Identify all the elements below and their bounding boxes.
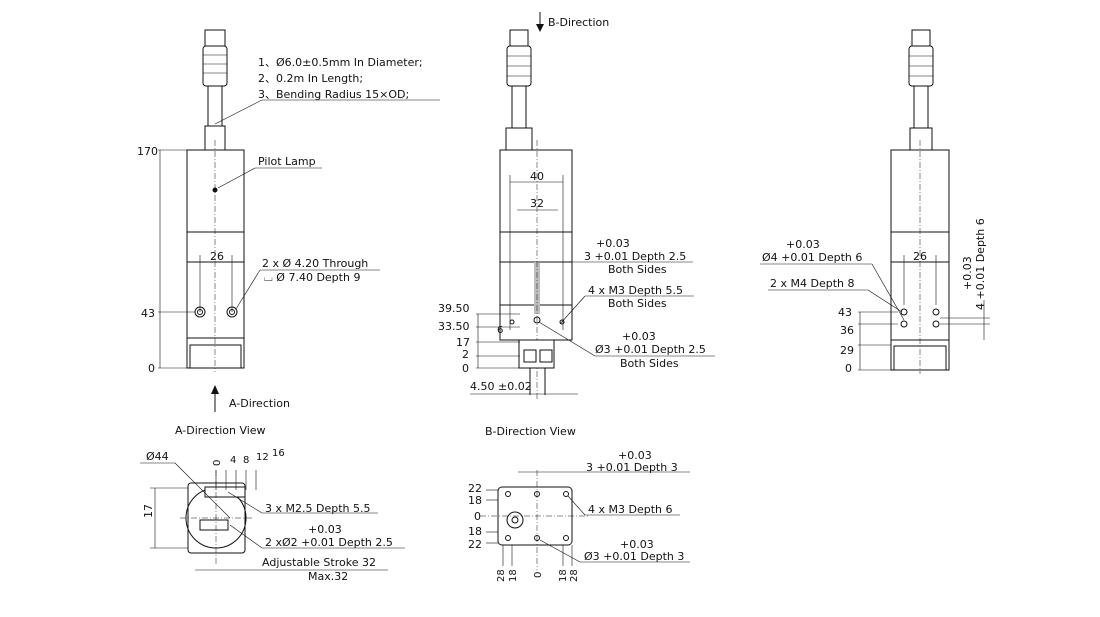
b-x-28a: 28: [496, 569, 507, 582]
right-y-43: 43: [838, 306, 852, 319]
b-direction-label: B-Direction: [548, 16, 609, 29]
a-tol-a: +0.03: [308, 523, 342, 536]
pilot-lamp-label: Pilot Lamp: [258, 155, 316, 168]
b-tol-2a: +0.03: [620, 538, 654, 551]
b-tol-1b: 3 +0.01 Depth 3: [586, 461, 678, 474]
side-tol-1c: Both Sides: [608, 263, 667, 276]
b-direction-view: B-Direction View +0.03 3 +0.01 Depth 3 2…: [468, 425, 690, 582]
a-y-17: 17: [142, 504, 155, 518]
side-tol-2b: Ø3 +0.01 Depth 2.5: [595, 343, 706, 356]
right-m4: 2 x M4 Depth 8: [770, 277, 855, 290]
a-stroke: Adjustable Stroke 32: [262, 556, 376, 569]
a-x-8: 8: [243, 455, 249, 466]
a-max: Max.32: [308, 570, 348, 583]
connector-nut: [202, 45, 228, 87]
right-vert-tol-a: +0.03: [961, 256, 974, 290]
b-x-18b: 18: [558, 569, 569, 582]
y-33-50: 33.50: [438, 320, 470, 333]
hole-spec-2: ⌴ Ø 7.40 Depth 9: [264, 271, 360, 284]
right-tol-a: +0.03: [786, 238, 820, 251]
dim-32: 32: [530, 197, 544, 210]
right-tol-b: Ø4 +0.01 Depth 6: [762, 251, 862, 264]
dim-0: 0: [148, 362, 155, 375]
y-0: 0: [462, 362, 469, 375]
b-view-title: B-Direction View: [485, 425, 576, 438]
right-view: 26 +0.03 Ø4 +0.01 Depth 6 2 x M4 Depth 8…: [760, 29, 990, 375]
side-tol-1b: 3 +0.01 Depth 2.5: [584, 250, 686, 263]
right-y-36: 36: [840, 324, 854, 337]
hole-spec-1: 2 x Ø 4.20 Through: [262, 257, 368, 270]
right-y-0: 0: [845, 362, 852, 375]
side-tol-2c: Both Sides: [620, 357, 679, 370]
a-tol-b: 2 xØ2 +0.01 Depth 2.5: [265, 536, 393, 549]
dim-26: 26: [210, 250, 224, 263]
a-x-16: 16: [272, 448, 285, 459]
dim-170: 170: [137, 145, 158, 158]
right-y-29: 29: [840, 344, 854, 357]
b-y-18a: 18: [468, 494, 482, 507]
a-m25: 3 x M2.5 Depth 5.5: [265, 502, 370, 515]
front-view: 170 43 0 26 Pilot Lamp 2 x Ø 4.20 Throug…: [137, 29, 440, 412]
b-x-18a: 18: [508, 569, 519, 582]
connector-head: [204, 29, 226, 47]
b-y-18b: 18: [468, 525, 482, 538]
b-y-22b: 22: [468, 538, 482, 551]
y-2: 2: [462, 348, 469, 361]
side-view: B-Direction 40 32 39.50: [438, 12, 715, 400]
cable-note-1: 1、Ø6.0±0.5mm In Diameter;: [258, 56, 423, 69]
right-dim-26: 26: [913, 250, 927, 263]
dim-43: 43: [141, 307, 155, 320]
a-dia-44: Ø44: [146, 450, 169, 463]
a-view-title: A-Direction View: [175, 424, 266, 437]
actuator-body: [186, 149, 245, 369]
cable-gland: [204, 125, 226, 151]
b-x-28b: 28: [569, 569, 580, 582]
y-39-50: 39.50: [438, 302, 470, 315]
a-x-4: 4: [230, 455, 236, 466]
dim-40: 40: [530, 170, 544, 183]
cable-note-3: 3、Bending Radius 15×OD;: [258, 88, 409, 101]
b-y-22a: 22: [468, 482, 482, 495]
b-x-0: 0: [533, 572, 544, 578]
right-vert-tol-b: 4 +0.01 Depth 6: [974, 218, 987, 310]
side-tol-1a: +0.03: [596, 237, 630, 250]
b-tol-2b: Ø3 +0.01 Depth 3: [584, 550, 684, 563]
side-tol-2a: +0.03: [622, 330, 656, 343]
b-y-0: 0: [474, 510, 481, 523]
cable: [207, 85, 223, 127]
slider-bottom: [189, 344, 242, 369]
a-x-12: 12: [256, 452, 269, 463]
cable-note-2: 2、0.2m In Length;: [258, 72, 363, 85]
b-tol-1a: +0.03: [618, 449, 652, 462]
a-direction-label: A-Direction: [229, 397, 290, 410]
pilot-lamp-dot: [212, 187, 218, 193]
side-m3-b: Both Sides: [608, 297, 667, 310]
y-17: 17: [456, 336, 470, 349]
dim-6: 6: [497, 325, 503, 336]
a-x-0: 0: [212, 460, 223, 466]
a-direction-view: A-Direction View 17 Ø44 0 4 8 12 16 3 x …: [140, 424, 405, 583]
side-m3-a: 4 x M3 Depth 5.5: [588, 284, 683, 297]
b-m3: 4 x M3 Depth 6: [588, 503, 673, 516]
dim-4-50: 4.50 ±0.02: [470, 380, 532, 393]
